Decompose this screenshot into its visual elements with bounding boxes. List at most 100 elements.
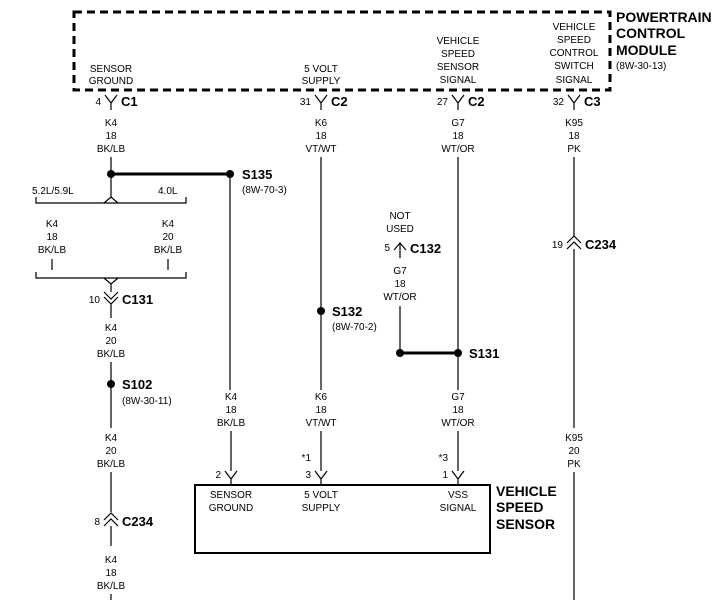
pcm-pin3-label-line2: SPEED — [441, 49, 475, 60]
engine-option-brace-bottom — [35, 272, 187, 279]
connector-c132-note-line1: NOT — [389, 211, 410, 222]
vss-pin-2-number: 2 — [215, 470, 221, 481]
vss-pin-2-label-line1: SENSOR — [210, 490, 252, 501]
wire-k6-bottom-gauge: 18 — [315, 405, 327, 416]
wire-g7-top-gauge: 18 — [452, 131, 464, 142]
pcm-title-line1: POWERTRAIN — [616, 9, 712, 25]
wire-k4-s135-color: BK/LB — [217, 418, 246, 429]
vss-sensor-box — [194, 484, 491, 554]
wire-k6-top-gauge: 18 — [315, 131, 327, 142]
pcm-module-box — [72, 10, 612, 92]
connector-c132-pin: 5 — [384, 243, 390, 254]
wire-k4-right-gauge: 20 — [162, 232, 174, 243]
wire-k4-left-color: BK/LB — [38, 245, 67, 256]
splice-s132-name: S132 — [332, 304, 362, 319]
connector-c132-name: C132 — [410, 241, 441, 256]
connector-c132-note-line2: USED — [386, 224, 414, 235]
pcm-pin2-number: 31 — [300, 97, 312, 108]
pcm-pin4-label-line3: CONTROL — [550, 48, 599, 59]
vss-pin-1-note: *3 — [439, 453, 449, 464]
wire-k4-bottom-gauge: 18 — [105, 568, 117, 579]
pcm-pin1-connector: C1 — [121, 94, 138, 109]
wire-k4-s135-gauge: 18 — [225, 405, 237, 416]
vss-pin-3-connector: *1 3 — [302, 453, 328, 485]
engine-option-left: 5.2L/5.9L — [32, 186, 74, 197]
wire-k95-top-gauge: 18 — [568, 131, 580, 142]
splice-s102-name: S102 — [122, 377, 152, 392]
splice-s131-name: S131 — [469, 346, 499, 361]
splice-s102-dot — [107, 380, 115, 388]
pcm-connector-c3: 32 C3 — [553, 94, 601, 110]
pcm-pin1-label-line2: GROUND — [89, 76, 133, 87]
connector-c132: 5 C132 — [384, 241, 441, 258]
wire-k4-after-c131-color: BK/LB — [97, 349, 126, 360]
connector-c131: 10 C131 — [89, 291, 153, 307]
wire-k95-bottom-color: PK — [567, 459, 581, 470]
wire-g7-c132-color: WT/OR — [383, 292, 416, 303]
wire-k95-bottom-code: K95 — [565, 433, 583, 444]
wire-k4-after-s102-color: BK/LB — [97, 459, 126, 470]
splice-s132-dot — [317, 307, 325, 315]
wire-g7-bottom-code: G7 — [451, 392, 465, 403]
vss-pin-3-label-line1: 5 VOLT — [304, 490, 338, 501]
pcm-pin4-connector: C3 — [584, 94, 601, 109]
wire-g7-top-color: WT/OR — [441, 144, 474, 155]
pcm-pin3-label-line3: SENSOR — [437, 62, 479, 73]
wire-g7-bottom-gauge: 18 — [452, 405, 464, 416]
connector-c234-left-name: C234 — [122, 514, 154, 529]
wire-k95-bottom-gauge: 20 — [568, 446, 580, 457]
splice-s102-ref: (8W-30-11) — [122, 396, 172, 407]
wire-g7-top-code: G7 — [451, 118, 465, 129]
connector-c234-left: 8 C234 — [94, 512, 154, 529]
vss-pin-2-label-line2: GROUND — [209, 503, 253, 514]
wire-k4-after-c131-gauge: 20 — [105, 336, 117, 347]
vss-title-line2: SPEED — [496, 499, 543, 515]
wire-k4-top-color: BK/LB — [97, 144, 126, 155]
wire-k4-top-code: K4 — [105, 118, 118, 129]
splice-s135-dot — [226, 170, 234, 178]
pcm-pin1-number: 4 — [95, 97, 101, 108]
pcm-pin3-number: 27 — [437, 97, 449, 108]
wire-k6-bottom-code: K6 — [315, 392, 328, 403]
pcm-pin4-number: 32 — [553, 97, 565, 108]
wire-k4-s135-code: K4 — [225, 392, 238, 403]
engine-option-brace-notch-top — [103, 196, 119, 204]
vss-pin-1-connector: *3 1 — [439, 453, 465, 485]
pcm-pin4-label-line2: SPEED — [557, 35, 591, 46]
pcm-title-line3: MODULE — [616, 42, 677, 58]
pcm-pin2-connector: C2 — [331, 94, 348, 109]
wire-k4-left-code: K4 — [46, 219, 59, 230]
connector-c234-right-pin: 19 — [552, 240, 564, 251]
vss-pin-3-label-line2: SUPPLY — [302, 503, 341, 514]
wire-g7-bottom-color: WT/OR — [441, 418, 474, 429]
pcm-title-line2: CONTROL — [616, 25, 686, 41]
pcm-connector-c2-27: 27 C2 — [437, 94, 485, 110]
vss-pin-1-label-line1: VSS — [448, 490, 468, 501]
wire-k6-top-color: VT/WT — [305, 144, 336, 155]
engine-option-right: 4.0L — [158, 186, 178, 197]
pcm-pin3-connector: C2 — [468, 94, 485, 109]
wire-g7-c132-code: G7 — [393, 266, 407, 277]
pcm-pin2-label-line2: SUPPLY — [302, 76, 341, 87]
wire-k4-right-color: BK/LB — [154, 245, 183, 256]
engine-option-brace-notch-bottom — [103, 277, 119, 285]
vss-title-line3: SENSOR — [496, 516, 555, 532]
pcm-pin3-label-line4: SIGNAL — [440, 75, 477, 86]
connector-c131-pin: 10 — [89, 295, 101, 306]
pcm-connector-c1: 4 C1 — [95, 94, 138, 110]
wire-k4-after-s102-gauge: 20 — [105, 446, 117, 457]
wire-k4-right-code: K4 — [162, 219, 175, 230]
wire-k4-after-c131-code: K4 — [105, 323, 118, 334]
connector-c234-left-pin: 8 — [94, 517, 100, 528]
splice-s131-dot — [454, 349, 462, 357]
splice-s132-ref: (8W-70-2) — [332, 322, 377, 333]
vss-pin-1-label-line2: SIGNAL — [440, 503, 477, 514]
vss-pin-3-number: 3 — [305, 470, 311, 481]
pcm-connector-c2-31: 31 C2 — [300, 94, 348, 110]
vss-pin-2-connector: 2 — [215, 470, 238, 485]
wire-g7-c132-gauge: 18 — [394, 279, 406, 290]
pcm-pin1-label-line1: SENSOR — [90, 64, 132, 75]
connector-c234-right-name: C234 — [585, 237, 617, 252]
pcm-pin3-label-line1: VEHICLE — [437, 36, 480, 47]
